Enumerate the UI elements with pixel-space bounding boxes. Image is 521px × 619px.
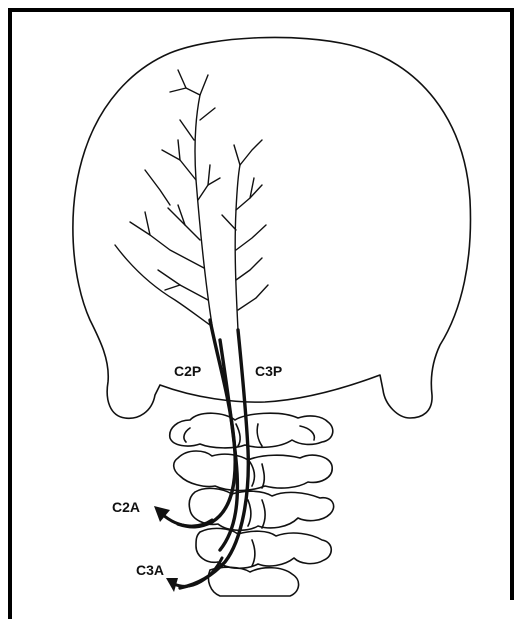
- label-c3a: C3A: [136, 562, 164, 578]
- label-c3p: C3P: [255, 363, 282, 379]
- label-c2a: C2A: [112, 499, 140, 515]
- label-c2p: C2P: [174, 363, 201, 379]
